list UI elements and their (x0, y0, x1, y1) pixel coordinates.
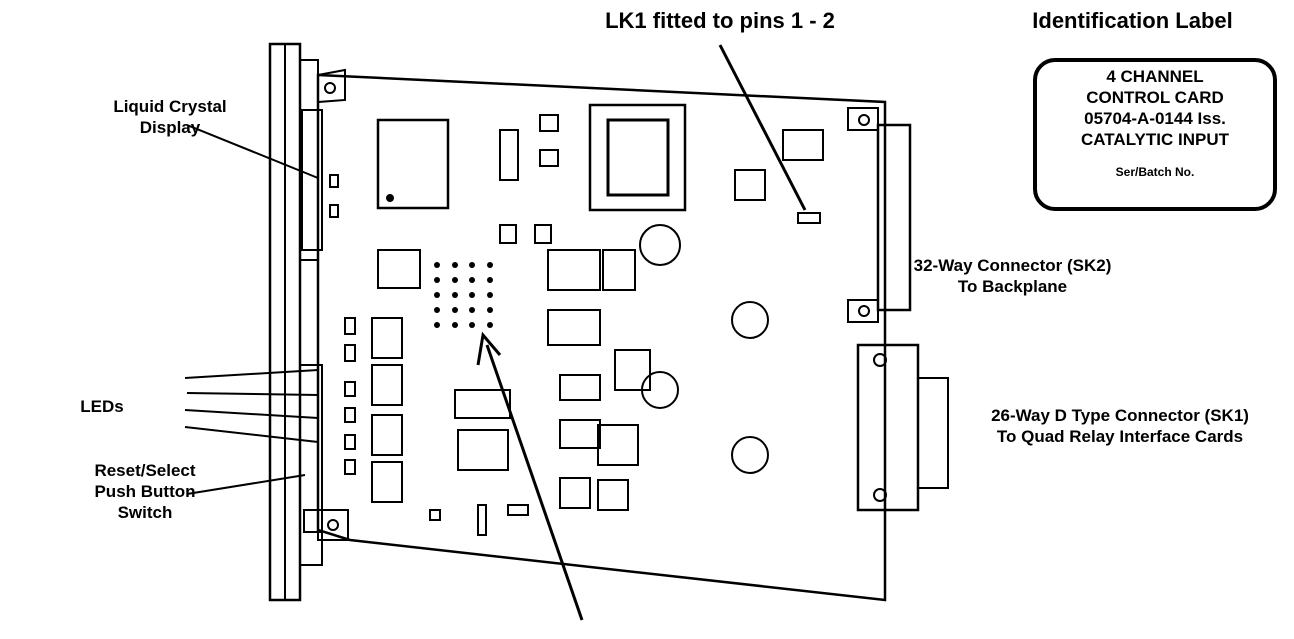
lcd-label: Liquid Crystal Display (95, 96, 245, 138)
sk1-label-line1: 26-Way D Type Connector (SK1) (991, 406, 1249, 425)
leds-label: LEDs (80, 397, 124, 416)
id-line-1: 4 CHANNEL (1106, 67, 1204, 86)
reset-label-line2: Push Button (94, 482, 196, 501)
lk1-link (797, 212, 821, 224)
id-line-3: 05704-A-0144 Iss. (1084, 109, 1226, 128)
sk1-label-line2: To Quad Relay Interface Cards (996, 427, 1244, 446)
lk1-label: LK1 fitted to pins 1 - 2 (605, 8, 835, 33)
identification-label-title: Identification Label (1032, 8, 1233, 33)
reset-switch-label: Reset/Select Push Button Switch (80, 460, 210, 523)
connector-sk2-label: 32-Way Connector (SK2) To Backplane (905, 255, 1120, 297)
front-panel (268, 42, 323, 602)
pin-header (434, 262, 493, 328)
components (344, 114, 824, 536)
reset-label-line1: Reset/Select (94, 461, 196, 480)
id-line-2: CONTROL CARD (1086, 88, 1224, 107)
lcd-module (301, 109, 339, 251)
identification-label-box: 4 CHANNEL CONTROL CARD 05704-A-0144 Iss.… (1033, 58, 1277, 211)
pcb-board (316, 68, 887, 602)
lcd-label-line2: Display (139, 118, 201, 137)
large-ic (376, 118, 450, 210)
large-ic-dot (386, 194, 394, 202)
sk1-connector (856, 343, 949, 512)
id-line-4: CATALYTIC INPUT (1081, 130, 1229, 149)
reset-label-line3: Switch (117, 503, 173, 522)
lcd-label-line1: Liquid Crystal (113, 97, 227, 116)
transformer (588, 103, 687, 212)
sk2-label-line2: To Backplane (957, 277, 1068, 296)
connector-sk1-label: 26-Way D Type Connector (SK1) To Quad Re… (945, 405, 1294, 447)
id-serial: Ser/Batch No. (1115, 165, 1195, 179)
leader-lines (184, 44, 807, 621)
sk2-label-line1: 32-Way Connector (SK2) (913, 256, 1112, 275)
sk2-connector (847, 107, 912, 323)
